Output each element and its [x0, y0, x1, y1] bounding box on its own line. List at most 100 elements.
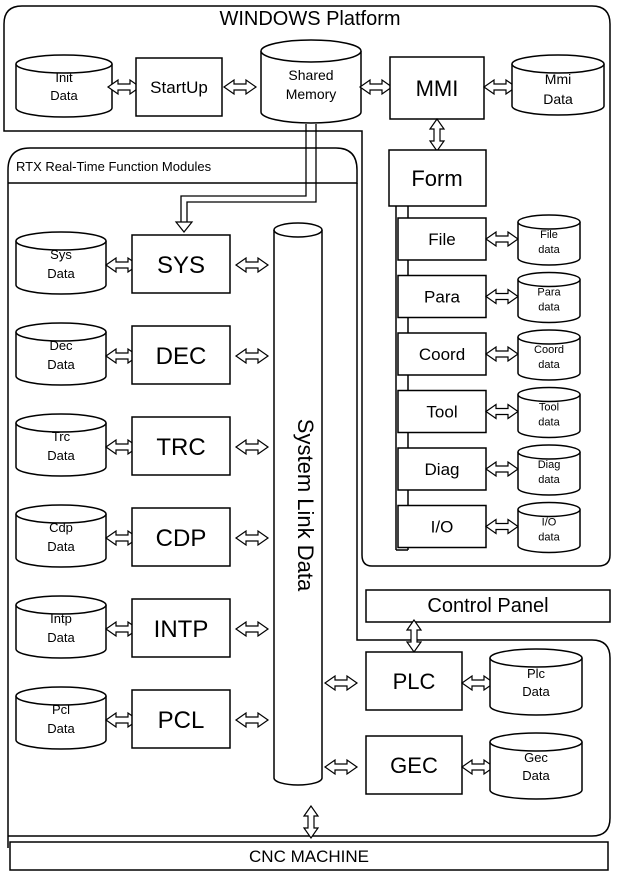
link-plc-arrow — [325, 676, 357, 690]
module-link-arrow-sys — [236, 258, 268, 272]
mmi-data-cylinder: Mmi Data — [512, 55, 604, 115]
mmi-label: MMI — [416, 76, 459, 101]
module-data-cdp: CdpData — [16, 505, 106, 567]
module-data-dec-label-2: Data — [47, 357, 75, 372]
plc-data-cylinder: Plc Data — [490, 649, 582, 715]
module-data-pcl-label-1: Pcl — [52, 702, 70, 717]
shared-memory-cylinder: Shared Memory — [261, 40, 361, 123]
form-data-tool: Tool data — [518, 388, 580, 438]
form-item-diag: Diag — [398, 448, 486, 490]
init-data-label-1: Init — [55, 70, 73, 85]
form-item-file: File — [398, 218, 486, 260]
startup-box: StartUp — [136, 58, 222, 116]
init-data-label-2: Data — [50, 88, 78, 103]
module-data-sys-label-2: Data — [47, 266, 75, 281]
form-data-para-label-2: data — [538, 302, 560, 314]
module-label-dec: DEC — [156, 343, 207, 370]
control-panel-label: Control Panel — [427, 595, 548, 617]
mmi-data-label-2: Data — [543, 91, 573, 107]
module-label-pcl: PCL — [158, 707, 205, 734]
module-data-intp-label-1: Intp — [50, 611, 72, 626]
module-label-sys: SYS — [157, 252, 205, 279]
mmi-form-arrow — [430, 119, 444, 151]
plc-data-arrow — [462, 676, 494, 690]
module-data-cdp-label-1: Cdp — [49, 520, 73, 535]
module-box-sys: SYS — [132, 235, 230, 293]
windows-platform-title: WINDOWS Platform — [219, 8, 400, 30]
form-data-file: Filedata — [518, 215, 580, 265]
module-data-pcl: PclData — [16, 687, 106, 749]
form-item-io: I/O — [398, 506, 486, 548]
mmi-data-label-1: Mmi — [545, 71, 571, 87]
form-item-tool: Tool — [398, 391, 486, 433]
module-link-arrow-dec — [236, 349, 268, 363]
form-data-tool-label-2: data — [538, 417, 560, 429]
form-box: Form — [389, 150, 486, 206]
form-data-diag-label-1: Diag — [538, 459, 561, 471]
module-box-cdp: CDP — [132, 508, 230, 566]
system-link-label: System Link Data — [293, 419, 318, 592]
form-data-coord-label-1: Coord — [534, 344, 564, 356]
module-box-dec: DEC — [132, 326, 230, 384]
module-data-sys-label-1: Sys — [50, 247, 72, 262]
form-items: FileFiledataParaParadataCoordCoorddataTo… — [398, 215, 580, 553]
form-data-io-label-2: data — [538, 532, 560, 544]
form-item-label-para: Para — [424, 288, 460, 307]
form-item-para: Para — [398, 276, 486, 318]
module-data-trc-label-1: Trc — [52, 429, 71, 444]
mmi-box: MMI — [390, 57, 484, 119]
control-panel-box: Control Panel — [366, 590, 610, 622]
startup-memory-arrow — [224, 80, 256, 94]
form-data-io-label-1: I/O — [542, 517, 557, 529]
init-startup-arrow — [108, 80, 140, 94]
form-item-arrow-io — [486, 520, 518, 534]
module-data-intp: IntpData — [16, 596, 106, 658]
module-label-cdp: CDP — [156, 525, 207, 552]
rtx-modules: SysDataSYSDecDataDECTrcDataTRCCdpDataCDP… — [16, 232, 268, 749]
form-data-para: Paradata — [518, 273, 580, 323]
module-link-arrow-pcl — [236, 713, 268, 727]
form-item-label-io: I/O — [431, 518, 454, 537]
plc-box: PLC — [366, 652, 462, 710]
form-item-arrow-file — [486, 232, 518, 246]
module-data-intp-label-2: Data — [47, 630, 75, 645]
form-data-tool-label-1: Tool — [539, 402, 559, 414]
form-data-diag: Diagdata — [518, 445, 580, 495]
module-link-arrow-cdp — [236, 531, 268, 545]
gec-data-label-1: Gec — [524, 750, 548, 765]
module-data-cdp-label-2: Data — [47, 539, 75, 554]
module-data-dec-label-1: Dec — [49, 338, 73, 353]
memory-mmi-arrow — [360, 80, 392, 94]
module-link-arrow-intp — [236, 622, 268, 636]
memory-sys-connector — [176, 124, 316, 232]
form-item-arrow-tool — [486, 405, 518, 419]
form-data-io: I/O data — [518, 503, 580, 553]
module-data-trc-label-2: Data — [47, 448, 75, 463]
plc-data-label-2: Data — [522, 684, 550, 699]
link-gec-arrow — [325, 760, 357, 774]
panel-plc-arrow — [407, 620, 421, 652]
form-data-file-label-1: File — [540, 229, 558, 241]
gec-label: GEC — [390, 753, 438, 778]
plc-data-label-1: Plc — [527, 666, 546, 681]
gec-data-cylinder: Gec Data — [490, 733, 582, 799]
cnc-machine-box: CNC MACHINE — [10, 842, 608, 870]
form-item-label-file: File — [428, 230, 455, 249]
rtx-frame-title: RTX Real-Time Function Modules — [16, 159, 212, 174]
module-box-pcl: PCL — [132, 690, 230, 748]
form-item-arrow-coord — [486, 347, 518, 361]
form-item-arrow-diag — [486, 462, 518, 476]
form-item-coord: Coord — [398, 333, 486, 375]
startup-label: StartUp — [150, 78, 208, 97]
module-box-trc: TRC — [132, 417, 230, 475]
form-item-arrow-para — [486, 290, 518, 304]
form-data-coord: Coorddata — [518, 330, 580, 380]
gec-box: GEC — [366, 736, 462, 794]
module-label-trc: TRC — [156, 434, 205, 461]
link-cnc-arrow — [304, 806, 318, 838]
cnc-machine-label: CNC MACHINE — [249, 847, 369, 866]
mmi-data-arrow — [484, 80, 516, 94]
gec-data-label-2: Data — [522, 768, 550, 783]
module-data-sys: SysData — [16, 232, 106, 294]
